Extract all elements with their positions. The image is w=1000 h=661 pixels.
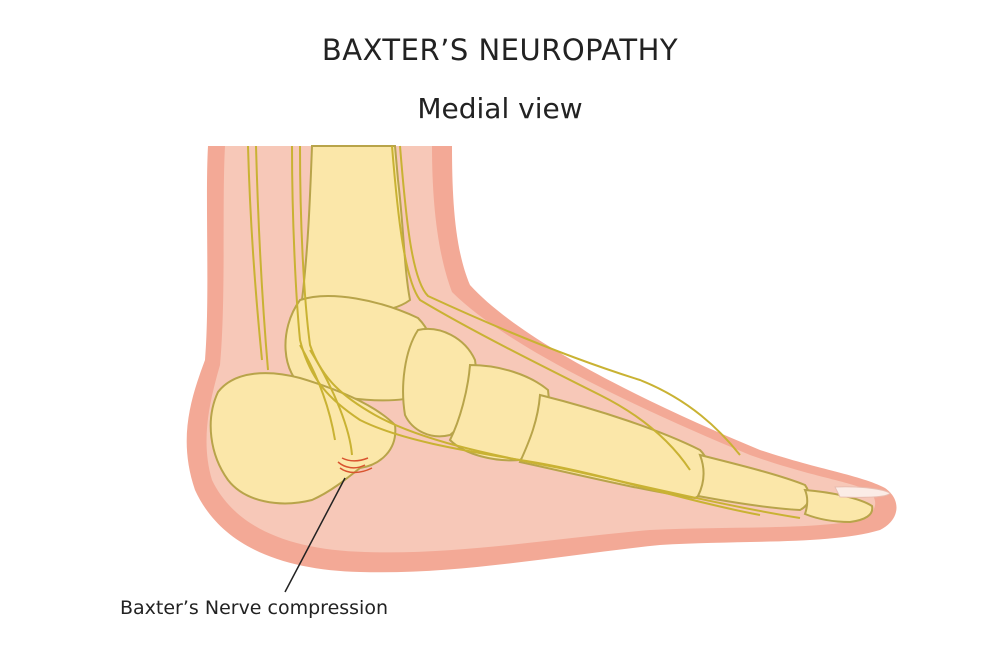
calcaneus-bone (209, 372, 397, 505)
annotation-leader-line (284, 477, 346, 593)
navicular-bone (402, 327, 478, 438)
diagram-title: BAXTER’S NEUROPATHY (321, 33, 679, 67)
annotation-label: Baxter’s Nerve compression (120, 597, 389, 619)
toenail (834, 486, 891, 498)
tibial-nerves (247, 145, 801, 519)
proximal-phalanx-bone (696, 453, 811, 512)
distal-phalanx-bone (803, 488, 874, 524)
diagram-subtitle: Medial view (417, 92, 583, 125)
compression-site (337, 457, 373, 474)
